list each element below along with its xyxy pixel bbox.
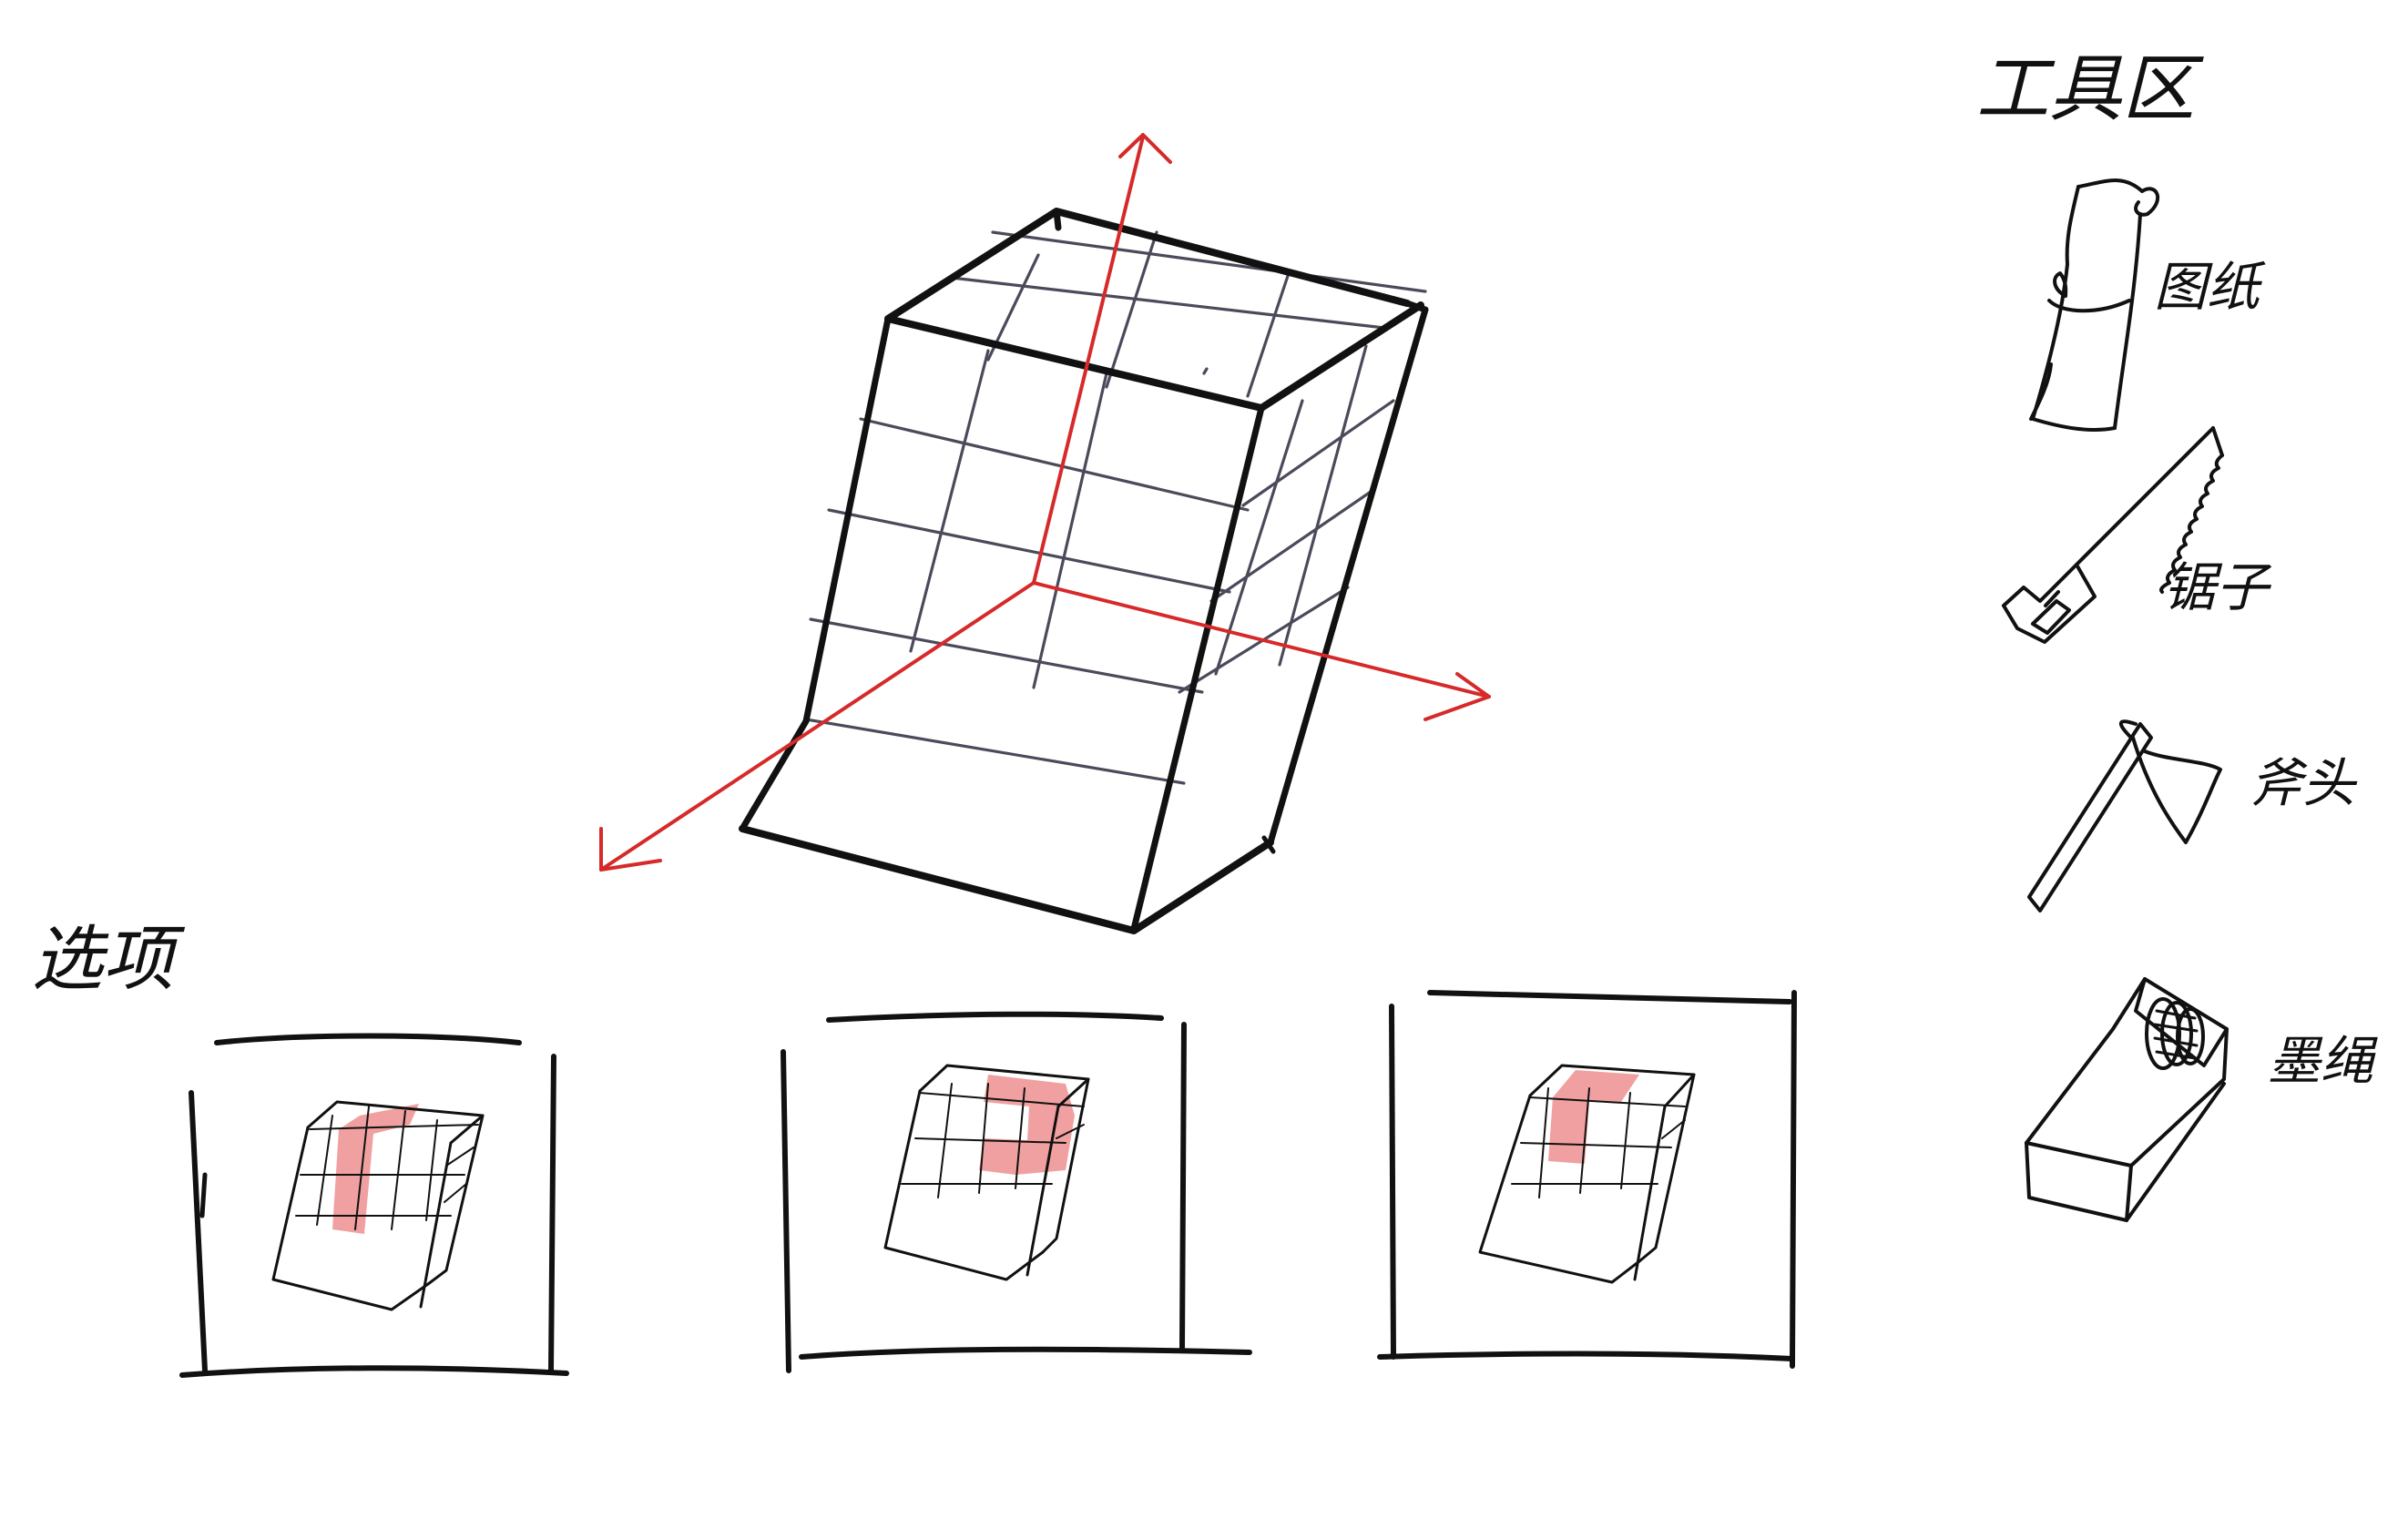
card-frame bbox=[214, 1033, 522, 1045]
option-card-2[interactable] bbox=[781, 1011, 1252, 1373]
axis-y bbox=[1032, 135, 1145, 585]
tool-axe[interactable]: 斧头 bbox=[2027, 719, 2358, 912]
options-title: 选项 bbox=[32, 919, 186, 1001]
card-frame bbox=[826, 1011, 1164, 1023]
axis-y-arrowhead bbox=[1118, 133, 1172, 164]
tool-label: 图纸 bbox=[2154, 256, 2266, 318]
options-panel: 选项 bbox=[32, 919, 1797, 1378]
toolbar-title: 工具区 bbox=[1976, 46, 2204, 131]
axis-x-arrowhead bbox=[1423, 672, 1491, 721]
axe-icon bbox=[2027, 719, 2222, 912]
main-block[interactable] bbox=[599, 133, 1491, 934]
tool-label: 锯子 bbox=[2163, 556, 2272, 618]
scroll-icon bbox=[2029, 178, 2159, 432]
main-block-axes bbox=[599, 133, 1491, 872]
ink-line-reel-icon bbox=[2025, 977, 2229, 1222]
option-block bbox=[271, 1100, 485, 1311]
tool-blueprint[interactable]: 图纸 bbox=[2029, 178, 2266, 432]
axis-z-arrowhead bbox=[599, 827, 662, 872]
main-block-top-grid bbox=[950, 230, 1427, 398]
main-block-outline bbox=[739, 208, 1429, 934]
card-frame bbox=[1427, 990, 1792, 1004]
option-card-1[interactable] bbox=[179, 1033, 569, 1378]
tool-label: 墨绳 bbox=[2268, 1030, 2378, 1092]
saw-icon bbox=[2002, 426, 2224, 644]
option-block bbox=[1478, 1064, 1696, 1284]
option-block bbox=[883, 1064, 1090, 1281]
tool-label: 斧头 bbox=[2250, 752, 2358, 814]
option-card-3[interactable] bbox=[1377, 990, 1797, 1369]
main-block-front-grid bbox=[804, 349, 1250, 785]
tool-saw[interactable]: 锯子 bbox=[2002, 426, 2272, 644]
toolbar: 工具区 图纸 锯子 bbox=[1976, 46, 2378, 1222]
axis-z bbox=[599, 581, 1036, 872]
tool-ink-line[interactable]: 墨绳 bbox=[2025, 977, 2378, 1222]
axis-x bbox=[1032, 581, 1491, 698]
